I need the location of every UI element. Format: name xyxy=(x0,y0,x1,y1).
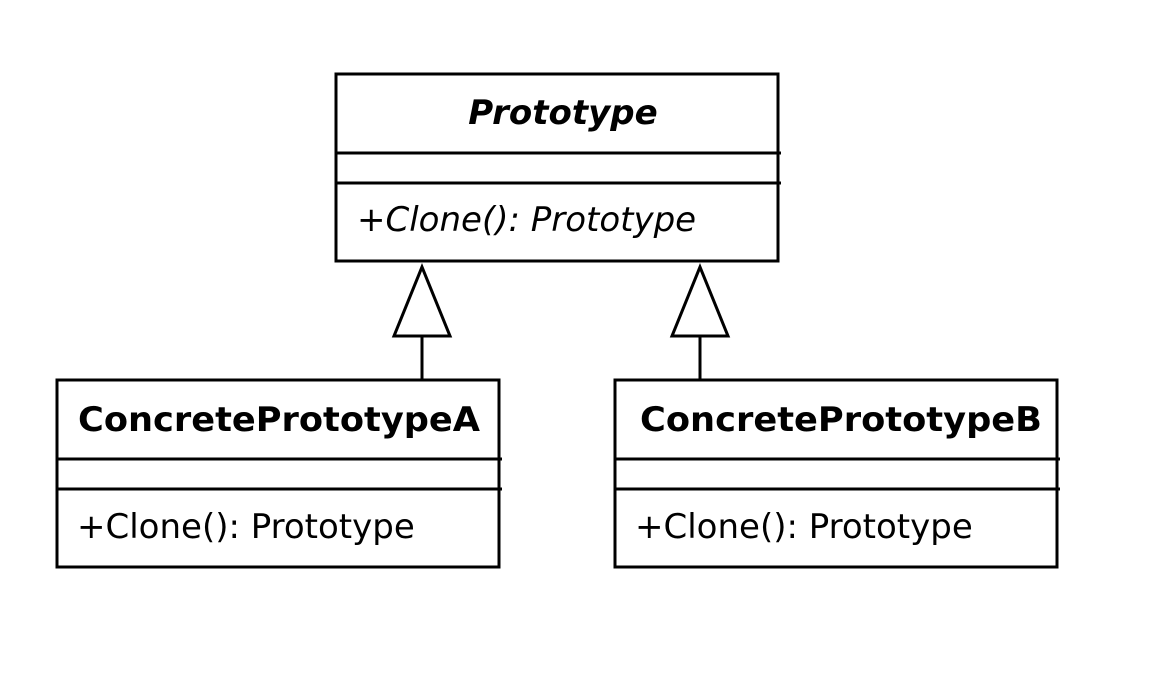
class-concrete-prototype-a[interactable]: ConcretePrototypeA +Clone(): Prototype xyxy=(55,378,502,569)
generalization-a-arrowhead xyxy=(391,263,453,338)
class-prototype-box xyxy=(334,72,780,263)
class-concrete-prototype-a-operation: +Clone(): Prototype xyxy=(77,507,415,547)
class-concrete-prototype-b[interactable]: ConcretePrototypeB +Clone(): Prototype xyxy=(613,378,1060,569)
class-prototype-name: Prototype xyxy=(468,93,657,133)
generalization-a-to-prototype xyxy=(391,263,453,379)
class-concrete-prototype-b-name: ConcretePrototypeB xyxy=(640,400,1042,440)
generalization-b-arrowhead xyxy=(669,263,731,338)
class-concrete-prototype-b-operation: +Clone(): Prototype xyxy=(635,507,973,547)
class-concrete-prototype-b-box xyxy=(613,378,1059,569)
class-concrete-prototype-a-box xyxy=(55,378,501,569)
class-prototype[interactable]: Prototype +Clone(): Prototype xyxy=(334,72,781,263)
class-prototype-operation: +Clone(): Prototype xyxy=(357,200,696,240)
generalization-b-to-prototype xyxy=(669,263,731,379)
class-concrete-prototype-a-name: ConcretePrototypeA xyxy=(78,400,481,440)
